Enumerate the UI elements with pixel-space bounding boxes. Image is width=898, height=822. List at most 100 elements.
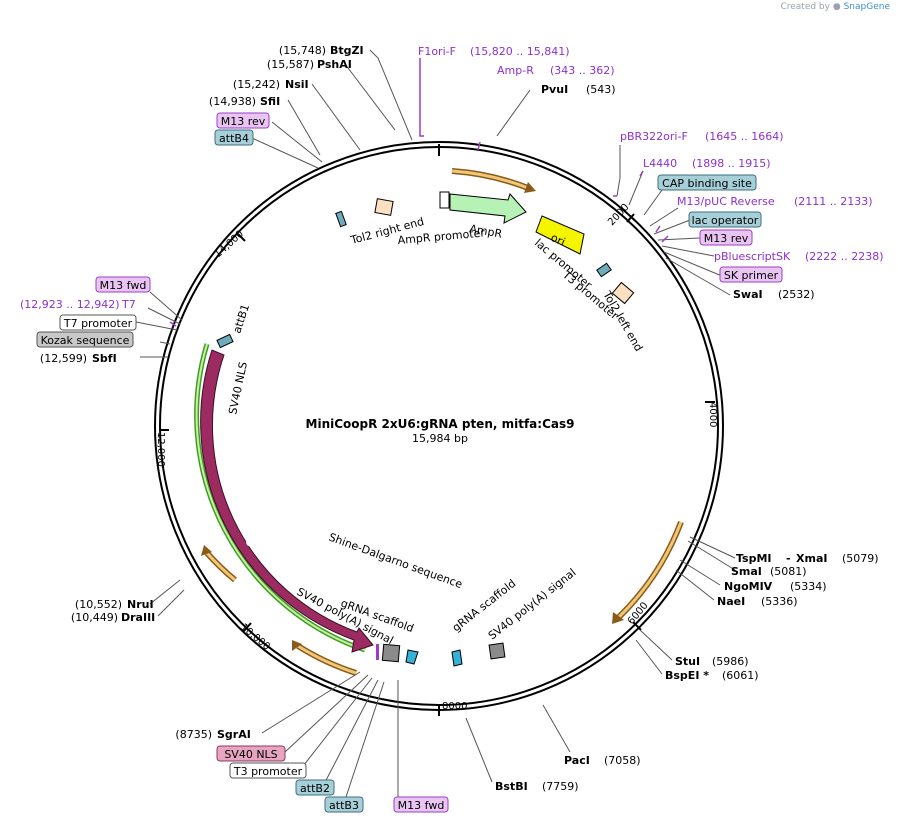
grna-mark1 bbox=[405, 649, 419, 665]
primer-pbr322ori-f: pBR322ori-F (1645 .. 1664) bbox=[620, 130, 784, 143]
box-lac-operator: lac operator bbox=[688, 211, 762, 228]
grna-mark2 bbox=[451, 649, 463, 667]
svg-text:(12,923 .. 12,942): (12,923 .. 12,942) bbox=[20, 298, 120, 311]
site-pshai: (15,587) PshAI bbox=[267, 58, 352, 71]
svg-text:(12,599): (12,599) bbox=[40, 352, 87, 365]
plasmid-size: 15,984 bp bbox=[412, 432, 468, 445]
svg-text:SgrAI: SgrAI bbox=[217, 728, 251, 741]
svg-text:M13 fwd: M13 fwd bbox=[100, 279, 147, 292]
ampr-arrow bbox=[449, 193, 527, 224]
site-sfii: (14,938) SfiI bbox=[209, 95, 280, 108]
box-cap-binding-site: CAP binding site bbox=[657, 174, 757, 191]
lac-operator-mark bbox=[596, 262, 612, 278]
credit-brand: SnapGene bbox=[843, 2, 890, 12]
site-ngomiv: NgoMIV (5334) bbox=[724, 580, 827, 593]
svg-text:(8735): (8735) bbox=[175, 728, 212, 741]
tick-label: 12,000 bbox=[155, 432, 166, 467]
snapgene-logo-icon: ● bbox=[832, 2, 841, 12]
svg-text:BtgZI: BtgZI bbox=[330, 44, 364, 57]
svg-text:attB2: attB2 bbox=[300, 782, 330, 795]
site-tspmi-xmai: TspMI - XmaI (5079) bbox=[736, 552, 879, 565]
svg-text:T7: T7 bbox=[121, 298, 136, 311]
svg-text:attB4: attB4 bbox=[219, 132, 249, 145]
ampr-promoter-mark bbox=[439, 191, 450, 209]
svg-text:F1ori-F: F1ori-F bbox=[418, 45, 456, 58]
svg-text:(1898 .. 1915): (1898 .. 1915) bbox=[692, 157, 771, 170]
tick-label: 4000 bbox=[707, 402, 718, 427]
tick-4000: 4000 bbox=[705, 401, 718, 427]
svg-text:BspEI *: BspEI * bbox=[665, 669, 709, 682]
svg-text:(343 .. 362): (343 .. 362) bbox=[550, 64, 615, 77]
svg-text:-: - bbox=[786, 552, 791, 565]
box-m13-rev-left: M13 rev bbox=[216, 112, 270, 129]
svg-text:T3 promoter: T3 promoter bbox=[233, 765, 303, 778]
svg-text:SK primer: SK primer bbox=[724, 269, 779, 282]
orf-arrow-right bbox=[616, 520, 684, 620]
svg-text:XmaI: XmaI bbox=[796, 552, 827, 565]
site-paci: PacI (7058) bbox=[564, 754, 641, 767]
orf-arrow-top bbox=[451, 168, 530, 191]
svg-text:SwaI: SwaI bbox=[733, 288, 763, 301]
svg-text:DraIII: DraIII bbox=[121, 611, 155, 624]
sv40-polya-label-2: SV40 poly(A) signal bbox=[486, 566, 579, 642]
shine-dalgarno-mark bbox=[376, 644, 379, 660]
ori-arrow bbox=[535, 215, 585, 255]
primer-marks bbox=[169, 58, 669, 327]
svg-text:(15,820 .. 15,841): (15,820 .. 15,841) bbox=[470, 45, 570, 58]
tol2-right-mark bbox=[374, 198, 394, 216]
attb4-mark bbox=[335, 210, 347, 228]
ori-label: ori bbox=[549, 231, 567, 249]
primer-l4440: L4440 (1898 .. 1915) bbox=[643, 157, 771, 170]
primer-m13-puc-reverse: M13/pUC Reverse (2111 .. 2133) bbox=[677, 195, 873, 208]
svg-text:(2111 .. 2133): (2111 .. 2133) bbox=[794, 195, 873, 208]
svg-text:attB3: attB3 bbox=[329, 799, 359, 812]
box-attb2: attB2 bbox=[295, 779, 335, 796]
svg-text:(6061): (6061) bbox=[722, 669, 759, 682]
primer-amp-r: Amp-R (343 .. 362) bbox=[497, 64, 615, 77]
site-nsii: (15,242) NsiI bbox=[233, 78, 309, 91]
site-smai: SmaI (5081) bbox=[731, 565, 807, 578]
svg-text:CAP binding site: CAP binding site bbox=[662, 177, 752, 190]
svg-text:Kozak sequence: Kozak sequence bbox=[41, 334, 130, 347]
attb1-label: attB1 bbox=[230, 302, 252, 334]
box-attb3: attB3 bbox=[324, 796, 364, 813]
svg-text:(10,552): (10,552) bbox=[75, 598, 122, 611]
box-sk-primer: SK primer bbox=[719, 266, 783, 283]
box-m13-rev-right: M13 rev bbox=[699, 229, 753, 246]
svg-text:(2222 .. 2238): (2222 .. 2238) bbox=[805, 250, 884, 263]
svg-text:(15,242): (15,242) bbox=[233, 78, 280, 91]
svg-text:(10,449): (10,449) bbox=[71, 611, 118, 624]
svg-text:lac operator: lac operator bbox=[692, 214, 759, 227]
box-sv40-nls: SV40 NLS bbox=[216, 745, 286, 762]
site-sbfi: (12,599) SbfI bbox=[40, 352, 117, 365]
svg-text:(5079): (5079) bbox=[842, 552, 879, 565]
svg-text:T7 promoter: T7 promoter bbox=[63, 317, 133, 330]
site-stui: StuI (5986) bbox=[675, 655, 749, 668]
svg-text:PvuI: PvuI bbox=[541, 83, 568, 96]
cas9-arrow bbox=[200, 349, 374, 653]
tick-8000: 8000 bbox=[438, 701, 467, 716]
svg-text:Amp-R: Amp-R bbox=[497, 64, 534, 77]
svg-text:(1645 .. 1664): (1645 .. 1664) bbox=[705, 130, 784, 143]
svg-text:M13 fwd: M13 fwd bbox=[398, 799, 445, 812]
svg-text:(5081): (5081) bbox=[770, 565, 807, 578]
svg-text:(7058): (7058) bbox=[604, 754, 641, 767]
site-bspei: BspEI * (6061) bbox=[665, 669, 759, 682]
svg-text:NaeI: NaeI bbox=[717, 595, 745, 608]
svg-text:PshAI: PshAI bbox=[317, 58, 352, 71]
attb1-mark bbox=[216, 333, 234, 349]
svg-text:PacI: PacI bbox=[564, 754, 590, 767]
svg-text:BstBI: BstBI bbox=[495, 780, 528, 793]
svg-text:(5336): (5336) bbox=[761, 595, 798, 608]
svg-text:NsiI: NsiI bbox=[285, 78, 309, 91]
box-kozak-sequence: Kozak sequence bbox=[36, 331, 134, 348]
site-pvui: PvuI (543) bbox=[541, 83, 616, 96]
svg-text:(5986): (5986) bbox=[712, 655, 749, 668]
box-t3-promoter: T3 promoter bbox=[229, 762, 307, 779]
svg-text:pBluescriptSK: pBluescriptSK bbox=[714, 250, 791, 263]
site-nrui: (10,552) NruI bbox=[75, 598, 154, 611]
svg-text:pBR322ori-F: pBR322ori-F bbox=[620, 130, 688, 143]
primer-f1ori-f: F1ori-F (15,820 .. 15,841) bbox=[418, 45, 570, 58]
sv40-polya-mark1 bbox=[381, 643, 401, 663]
